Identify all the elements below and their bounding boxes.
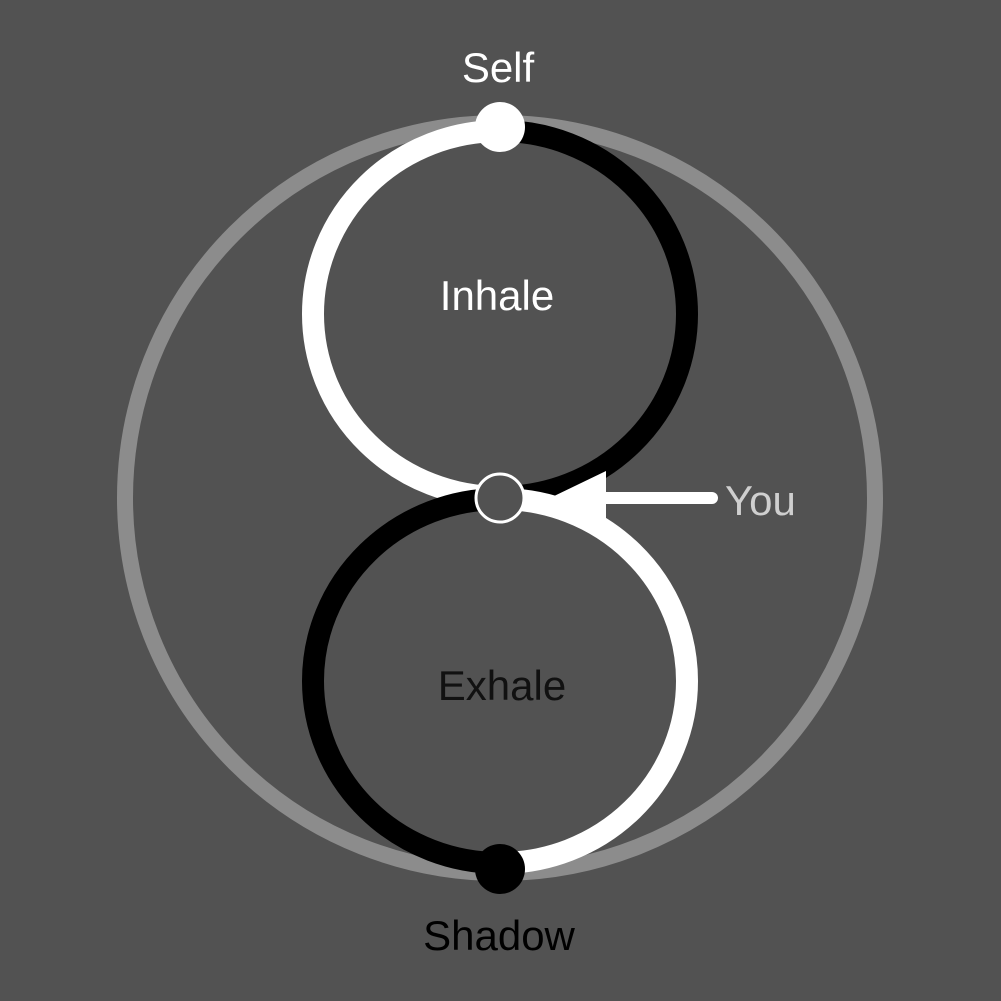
self-label: Self: [462, 44, 535, 91]
center-node: [474, 472, 526, 524]
upper-loop-dark-arc: [499, 120, 698, 508]
you-label: You: [725, 477, 796, 524]
lower-loop-dark-arc: [302, 488, 501, 874]
inhale-label: Inhale: [440, 272, 554, 319]
shadow-label: Shadow: [423, 912, 575, 959]
self-node: [475, 102, 525, 152]
shadow-node: [475, 844, 525, 894]
upper-loop-light-arc: [302, 120, 501, 508]
pointer-arrow-head: [550, 471, 606, 525]
exhale-label: Exhale: [438, 662, 566, 709]
lower-loop-light-arc: [499, 488, 698, 874]
